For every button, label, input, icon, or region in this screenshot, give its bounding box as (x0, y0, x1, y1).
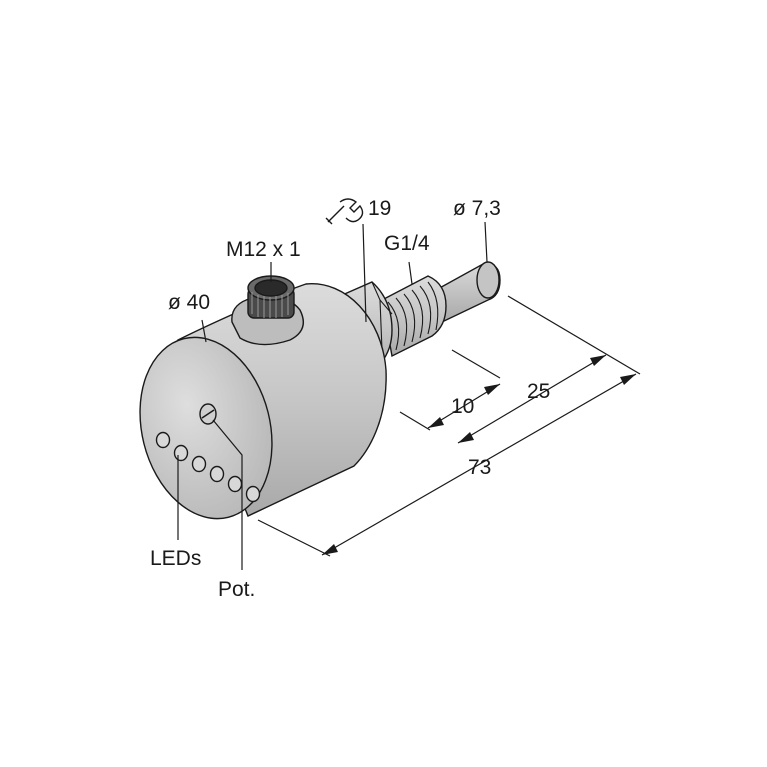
probe-tip (476, 261, 500, 299)
label-process-thread: G1/4 (384, 232, 430, 255)
led (155, 431, 171, 449)
led (173, 444, 189, 462)
sensor-body (139, 261, 501, 520)
m12-connector (231, 275, 304, 346)
label-connector-thread: M12 x 1 (226, 238, 301, 261)
label-dim-thread-length: 10 (451, 395, 474, 418)
dimension-lines (177, 221, 641, 570)
label-diameter-probe: ø 7,3 (453, 197, 501, 220)
label-diameter-housing: ø 40 (168, 291, 210, 314)
label-leds: LEDs (150, 547, 201, 570)
front-face (139, 336, 273, 520)
led (209, 465, 225, 483)
wrench-icon (325, 198, 364, 225)
led (191, 455, 207, 473)
thread-lines (387, 281, 439, 351)
label-potentiometer: Pot. (218, 578, 255, 601)
led-row (155, 431, 261, 503)
led (227, 475, 243, 493)
dimension-arrows (322, 355, 636, 555)
labels: ø 40 M12 x 1 19 G1/4 ø 7,3 10 25 73 LEDs… (150, 197, 550, 601)
label-wrench-size: 19 (368, 197, 391, 220)
label-dim-total-length: 73 (468, 456, 491, 479)
label-dim-probe-length: 25 (527, 380, 550, 403)
led (245, 485, 261, 503)
